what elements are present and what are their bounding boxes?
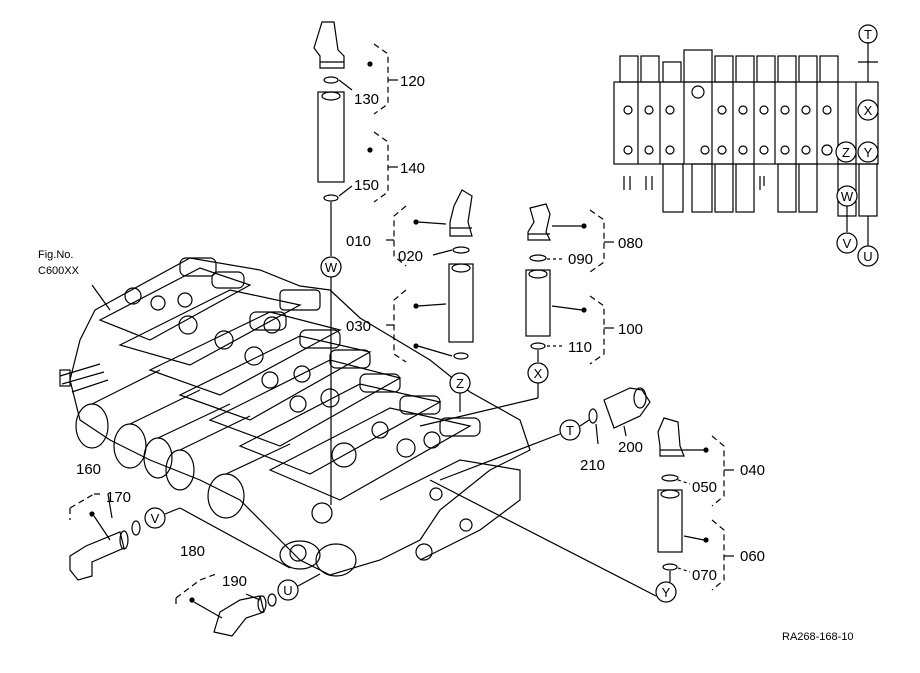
part-130: 130	[354, 91, 379, 108]
marker-x: X	[534, 366, 543, 381]
part-100: 100	[618, 321, 643, 338]
bracket-010-030	[393, 205, 407, 363]
part-140: 140	[400, 160, 425, 177]
schem-marker-v: V	[843, 236, 852, 251]
marker-v: V	[151, 511, 160, 526]
marker-u: U	[283, 583, 292, 598]
part-060: 060	[740, 548, 765, 565]
part-120: 120	[400, 73, 425, 90]
part-200: 200	[618, 439, 643, 456]
figref-leader	[91, 284, 111, 311]
schem-marker-w: W	[841, 189, 854, 204]
part-number-labels: 120 130 140 150 010 020 030 080 090 100 …	[76, 73, 765, 590]
schem-marker-t: T	[864, 27, 872, 42]
part-110: 110	[568, 339, 592, 356]
fitting-200-assembly	[439, 387, 651, 481]
part-030: 030	[346, 318, 371, 335]
part-210: 210	[580, 457, 605, 474]
part-050: 050	[692, 479, 717, 496]
valve-schematic	[613, 24, 879, 267]
schematic-port-labels: T X Z Y W V U	[841, 27, 873, 264]
part-190: 190	[222, 573, 247, 590]
part-160: 160	[76, 461, 101, 478]
part-170: 170	[106, 489, 131, 506]
schem-marker-z: Z	[842, 145, 850, 160]
marker-t: T	[566, 423, 574, 438]
fitting-180-assembly	[213, 573, 321, 637]
fitting-120-assembly	[313, 21, 345, 505]
part-010: 010	[346, 233, 371, 250]
fitting-160-assembly	[69, 507, 291, 581]
control-valve-body	[59, 257, 531, 577]
fitting-010-assembly	[448, 189, 474, 360]
schem-marker-y: Y	[864, 145, 873, 160]
schem-marker-x: X	[864, 103, 873, 118]
figref-label: Fig.No.	[38, 249, 73, 261]
figure-reference: Fig.No. C600XX	[38, 249, 80, 277]
fitting-040-assembly	[429, 417, 685, 603]
bracket-080-100	[589, 209, 605, 365]
part-020: 020	[398, 248, 423, 265]
part-180: 180	[180, 543, 205, 560]
part-070: 070	[692, 567, 717, 584]
part-040: 040	[740, 462, 765, 479]
marker-w: W	[325, 260, 338, 275]
figref-code: C600XX	[38, 265, 80, 277]
schem-marker-u: U	[863, 249, 872, 264]
part-090: 090	[568, 251, 593, 268]
part-150: 150	[354, 177, 379, 194]
fitting-080-assembly	[419, 203, 551, 427]
port-marker-labels: W X Z T Y V U	[151, 260, 671, 600]
drawing-id: RA268-168-10	[782, 631, 854, 643]
marker-z: Z	[456, 376, 464, 391]
marker-y: Y	[662, 585, 671, 600]
bracket-040-060	[711, 435, 725, 591]
part-080: 080	[618, 235, 643, 252]
